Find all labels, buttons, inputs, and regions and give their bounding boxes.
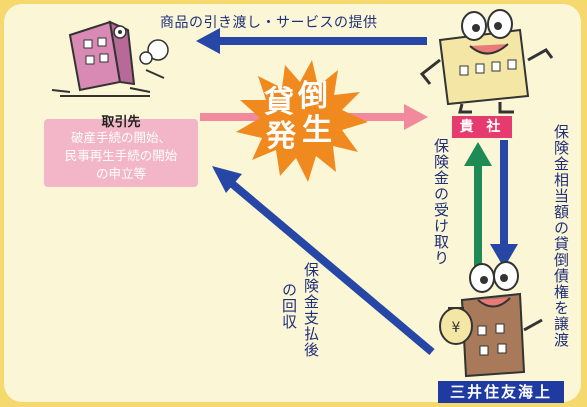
svg-text:¥: ¥ [452,320,461,336]
moneybag-building-icon: ¥ [439,261,543,378]
burst-char-4: 生 [302,113,332,148]
burst-char-2: 倒 [298,79,328,114]
bad-debt-burst-icon [236,60,368,182]
partner-line-1: 破産手続の開始、 [70,130,171,145]
partner-box [44,119,198,187]
insurer-label: 三井住友海上 [438,381,564,403]
recovery-arrow [212,166,435,356]
delivery-label: 商品の引き渡し・サービスの提供 [160,15,378,31]
partner-title: 取引先 [101,115,141,130]
collapsing-building-icon [51,20,169,97]
transfer-label: 保険金相当額の貸倒債権を譲渡 [552,124,570,348]
burst-char-1: 貸 [264,85,294,120]
transfer-arrow [490,140,518,268]
company-label: 貴 社 [452,116,512,138]
smiling-building-icon [419,9,554,114]
partner-line-3: の申立等 [95,166,146,181]
partner-line-2: 民事再生手続の開始 [64,148,178,163]
receive-label: 保険金の受け取り [432,138,450,266]
burst-char-3: 発 [266,119,296,154]
recovery-label-col2: の回収 [280,282,298,330]
recovery-label-col1: 保険金支払後 [302,262,320,358]
delivery-arrow [196,28,427,54]
payout-arrow [464,142,492,268]
